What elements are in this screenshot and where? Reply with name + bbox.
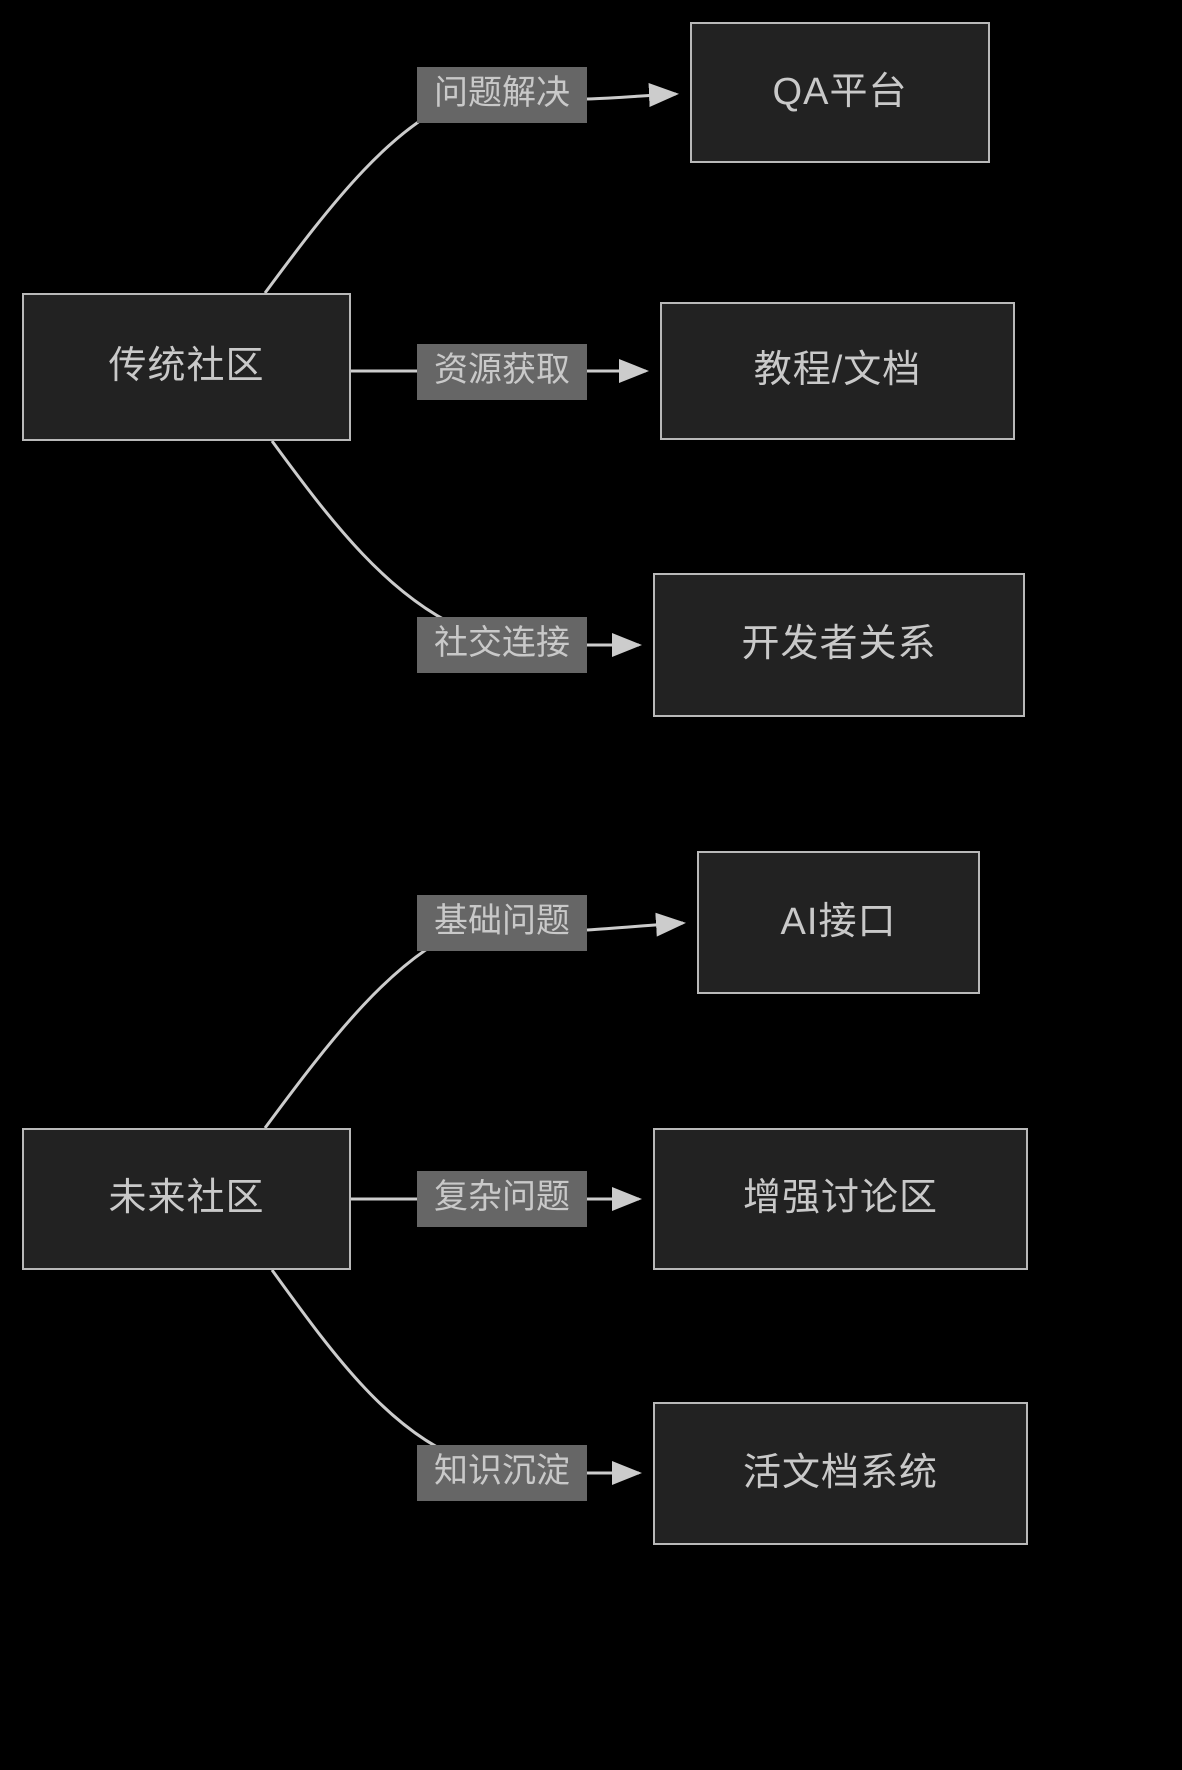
- edge-label-basic-question: 基础问题: [417, 895, 587, 951]
- edge-label-problem-solving: 问题解决: [417, 67, 587, 123]
- edge-path-knowledge-precipitation: [270, 1269, 471, 1464]
- node-traditional-community[interactable]: 传统社区: [22, 293, 351, 441]
- node-future-community[interactable]: 未来社区: [22, 1128, 351, 1270]
- node-label: QA平台: [772, 70, 908, 113]
- node-qa-platform[interactable]: QA平台: [690, 22, 990, 163]
- edge-label-text: 复杂问题: [434, 1178, 570, 1216]
- edge-label-text: 社交连接: [434, 624, 570, 662]
- edge-path-basic-question: [263, 925, 469, 1129]
- node-label: 增强讨论区: [742, 1177, 938, 1220]
- edge-arrow-problem-solving: [586, 83, 679, 108]
- node-label: 教程/文档: [753, 349, 922, 392]
- edge-path-problem-solving: [263, 94, 469, 294]
- node-label: 未来社区: [108, 1177, 265, 1220]
- edge-label-text: 知识沉淀: [434, 1452, 570, 1490]
- node-enhanced-forum[interactable]: 增强讨论区: [653, 1128, 1028, 1270]
- node-label: 传统社区: [108, 345, 265, 388]
- node-label: 开发者关系: [741, 623, 937, 666]
- node-developer-relations[interactable]: 开发者关系: [653, 573, 1025, 717]
- node-ai-interface[interactable]: AI接口: [697, 851, 980, 994]
- edge-arrow-basic-question: [586, 912, 686, 937]
- node-label: AI接口: [780, 900, 897, 943]
- edge-label-complex-question: 复杂问题: [417, 1171, 587, 1227]
- edge-path-social-connection: [270, 440, 471, 634]
- edge-label-resource-access: 资源获取: [417, 344, 587, 400]
- edge-label-text: 问题解决: [434, 74, 570, 112]
- edge-label-social-connection: 社交连接: [417, 617, 587, 673]
- edge-label-text: 资源获取: [434, 351, 570, 389]
- edge-label-knowledge-precipitation: 知识沉淀: [417, 1445, 587, 1501]
- edge-label-text: 基础问题: [434, 902, 570, 940]
- node-label: 活文档系统: [742, 1451, 938, 1494]
- node-living-doc-system[interactable]: 活文档系统: [653, 1402, 1028, 1545]
- node-tutorial-docs[interactable]: 教程/文档: [660, 302, 1015, 440]
